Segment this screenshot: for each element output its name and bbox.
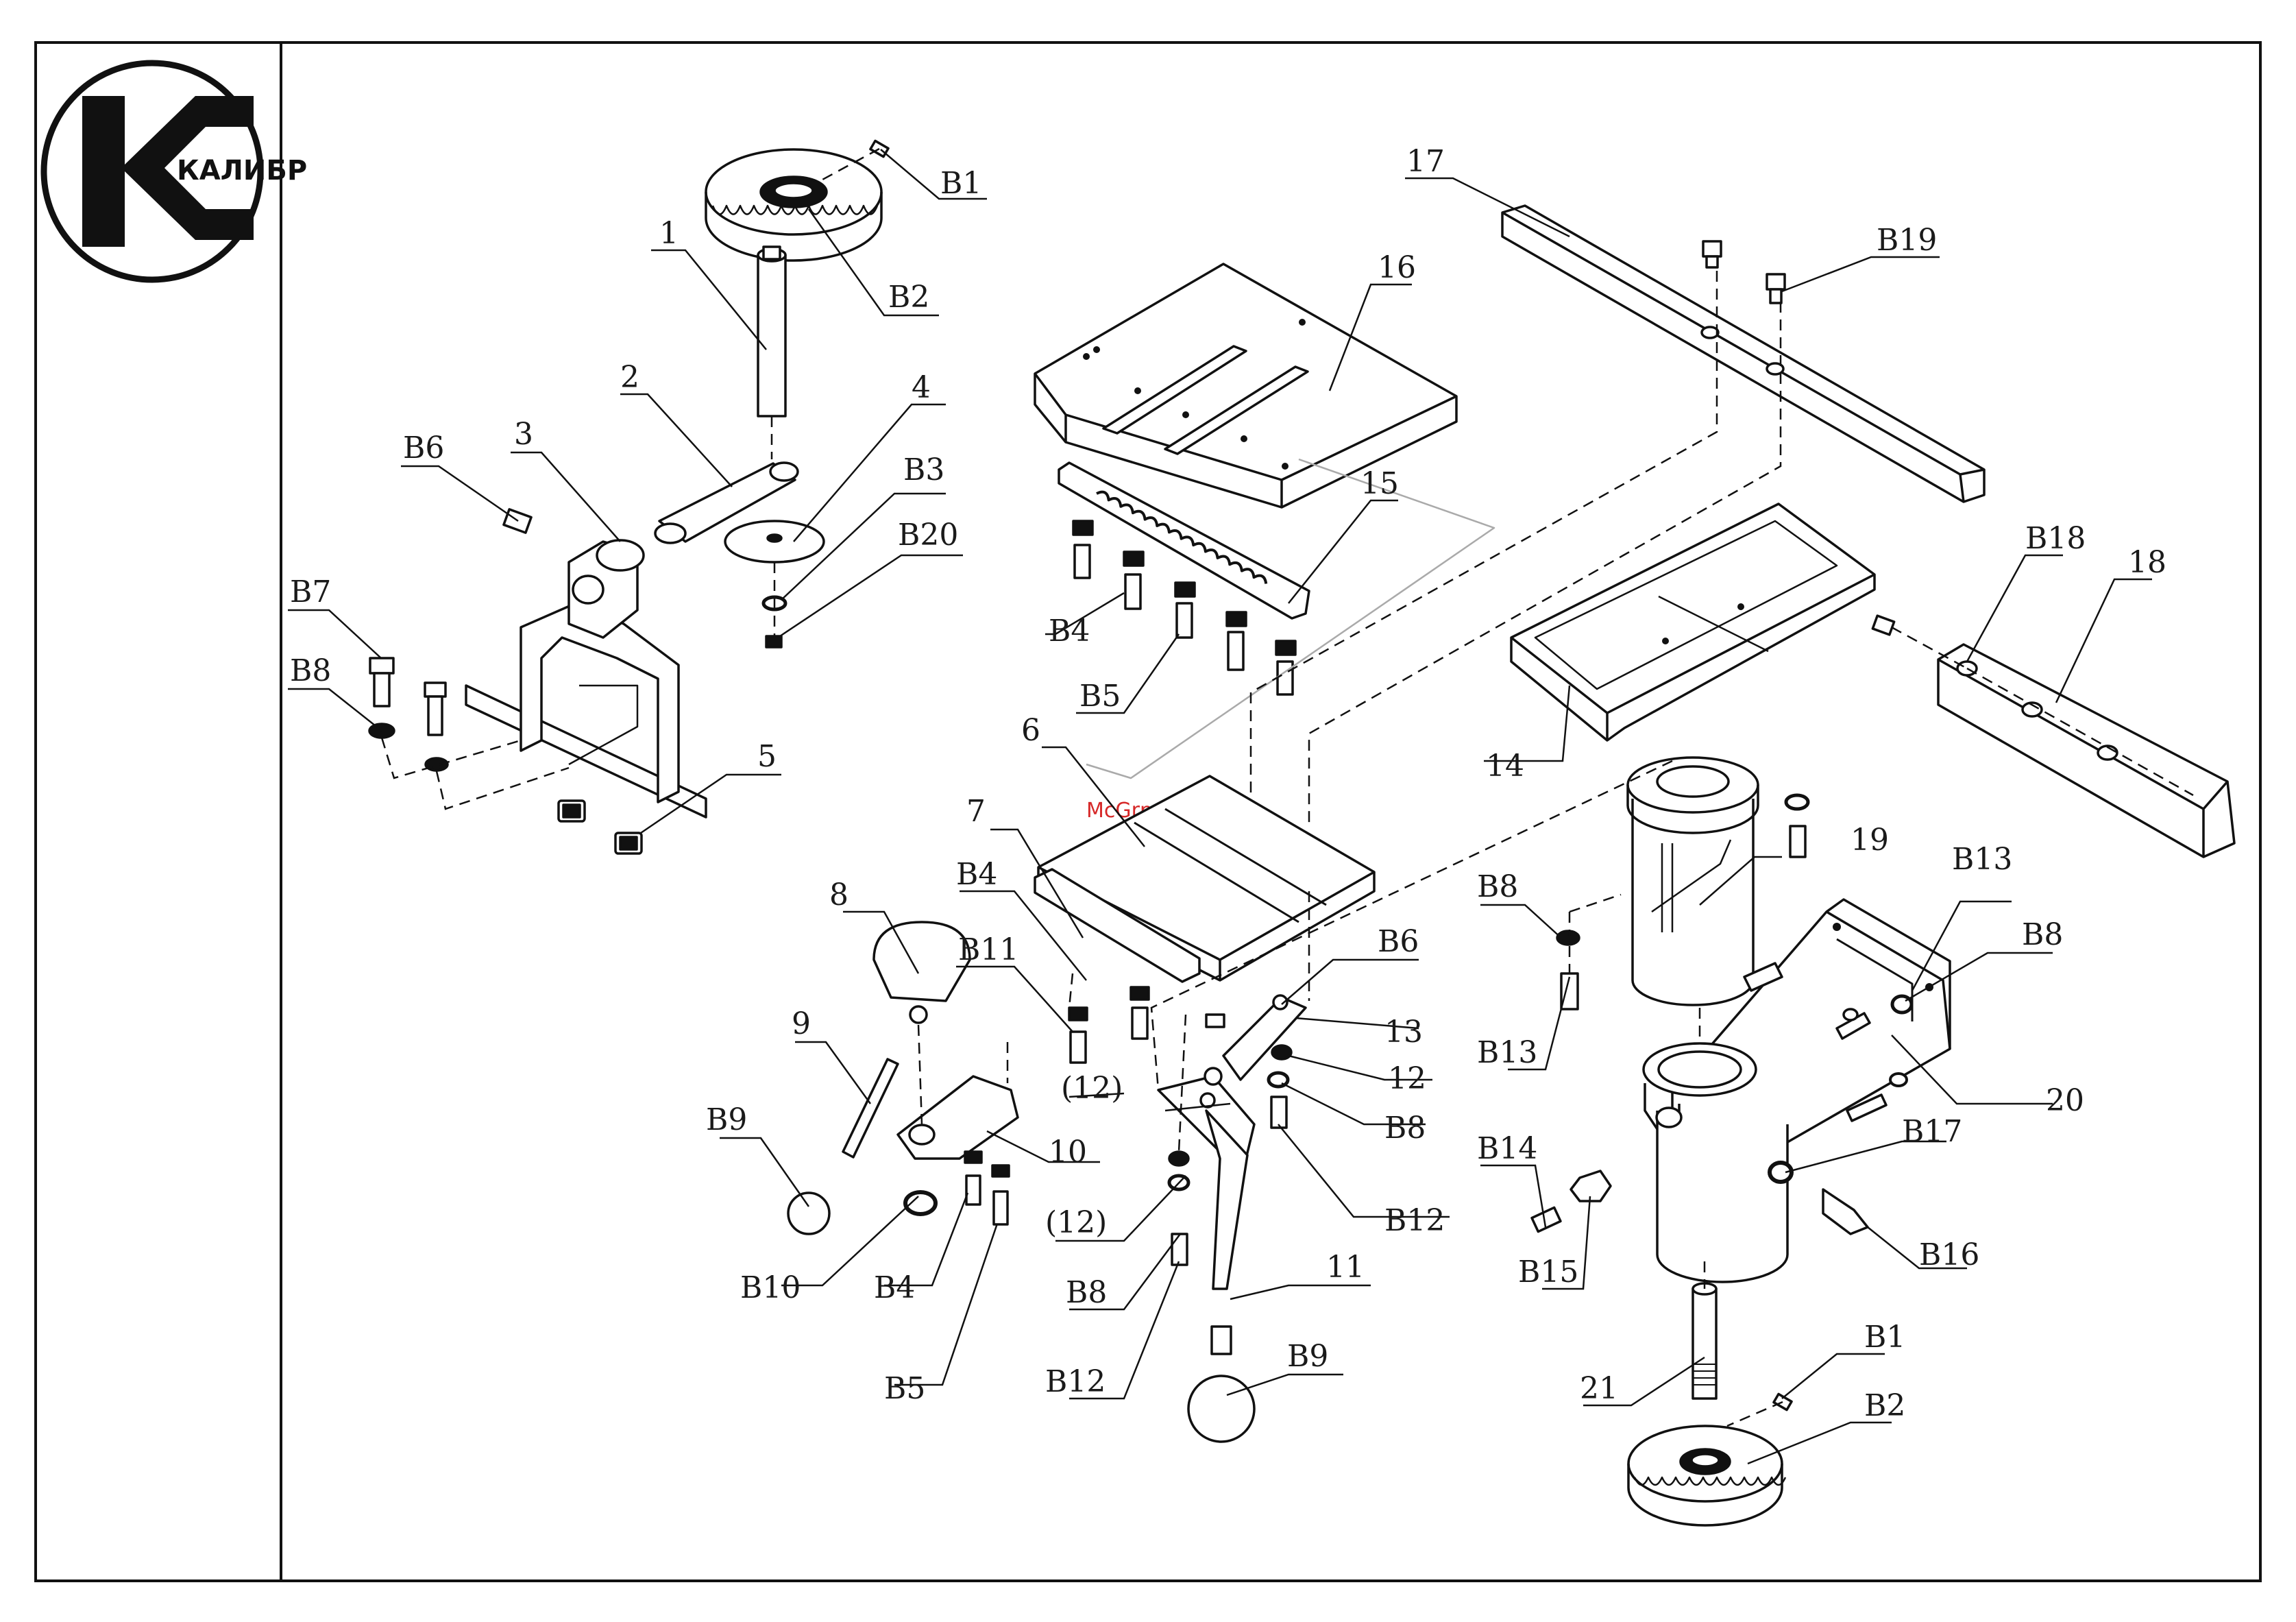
- shaft-1: [758, 247, 785, 416]
- label-b5-rack: B5: [1079, 679, 1121, 714]
- label-part-20: 20: [2046, 1083, 2084, 1118]
- label-b13-right: B13: [1952, 842, 2012, 877]
- label-part-15: 15: [1360, 466, 1399, 501]
- label-part-2: 2: [620, 360, 639, 395]
- logo-text: КАЛИБР: [177, 155, 307, 186]
- knob-bottom-icon: [1628, 1426, 1785, 1525]
- bracket-10: [898, 1076, 1018, 1159]
- label-b11: B11: [958, 932, 1018, 967]
- guide-18: [1938, 644, 2234, 857]
- label-part-19: 19: [1851, 823, 1889, 858]
- label-part-13: 13: [1384, 1015, 1423, 1050]
- channel-14: [1511, 504, 1874, 740]
- label-part-1: 1: [659, 216, 679, 251]
- label-b13-left: B13: [1477, 1035, 1537, 1070]
- label-b8-column: B8: [1477, 869, 1518, 904]
- label-b14: B14: [1477, 1131, 1537, 1166]
- bracket-3-base-5: [466, 540, 706, 817]
- column-19: [1628, 758, 1758, 1005]
- label-b10: B10: [740, 1270, 801, 1305]
- label-b8-lever: B8: [1066, 1275, 1107, 1310]
- label-part-12a: (12): [1061, 1071, 1123, 1106]
- label-b6-left: B6: [403, 431, 444, 465]
- label-part-10: 10: [1049, 1135, 1087, 1170]
- label-b3: B3: [903, 452, 944, 487]
- label-b4-rack: B4: [1049, 614, 1090, 649]
- label-part-11: 11: [1326, 1250, 1365, 1285]
- label-b4-low: B4: [874, 1270, 915, 1305]
- label-b9-left: B9: [706, 1102, 747, 1137]
- kalibr-logo: КАЛИБР: [44, 63, 307, 280]
- pin-9: [843, 1059, 898, 1157]
- label-b7: B7: [290, 574, 331, 609]
- label-b5-low: B5: [884, 1371, 925, 1406]
- label-b12-left: B12: [1045, 1364, 1106, 1399]
- label-b16: B16: [1919, 1237, 1979, 1272]
- ball-b9-left: [788, 1193, 829, 1234]
- label-part-4: 4: [912, 370, 931, 405]
- knob-top-icon: [706, 149, 881, 261]
- label-part-16: 16: [1378, 250, 1416, 285]
- label-b12-right: B12: [1384, 1203, 1445, 1238]
- label-b2-top: B2: [888, 280, 929, 315]
- label-b8-right: B8: [1384, 1111, 1426, 1146]
- ball-b9-right: [1188, 1376, 1254, 1442]
- label-b15: B15: [1518, 1255, 1578, 1290]
- label-part-14: 14: [1486, 749, 1524, 784]
- screw-21: [1693, 1283, 1716, 1399]
- label-part-18: 18: [2128, 545, 2166, 580]
- label-b4-mid: B4: [956, 857, 997, 892]
- part-drawings: [369, 141, 2234, 1525]
- label-b6-right: B6: [1378, 924, 1419, 959]
- label-b2-bottom: B2: [1864, 1388, 1905, 1423]
- label-b8-housing: B8: [2022, 917, 2063, 952]
- label-b18: B18: [2025, 521, 2086, 556]
- label-part-9: 9: [792, 1006, 811, 1041]
- label-b9-right: B9: [1287, 1339, 1328, 1374]
- label-b1-top: B1: [940, 166, 981, 201]
- label-part-7: 7: [966, 794, 986, 829]
- label-part-8: 8: [829, 877, 848, 912]
- label-b20: B20: [898, 518, 958, 553]
- label-b19: B19: [1877, 223, 1937, 258]
- label-part-17: 17: [1406, 144, 1445, 179]
- label-part-21: 21: [1580, 1371, 1618, 1406]
- label-part-3: 3: [514, 417, 533, 452]
- label-part-12c: (12): [1045, 1205, 1107, 1240]
- label-b17: B17: [1902, 1114, 1962, 1149]
- knob-8: [874, 922, 970, 1023]
- label-part-5: 5: [757, 739, 777, 774]
- label-b8-left: B8: [290, 653, 331, 688]
- label-part-12b: 12: [1388, 1061, 1426, 1096]
- label-b1-bottom: B1: [1864, 1320, 1905, 1355]
- label-part-6: 6: [1021, 713, 1040, 748]
